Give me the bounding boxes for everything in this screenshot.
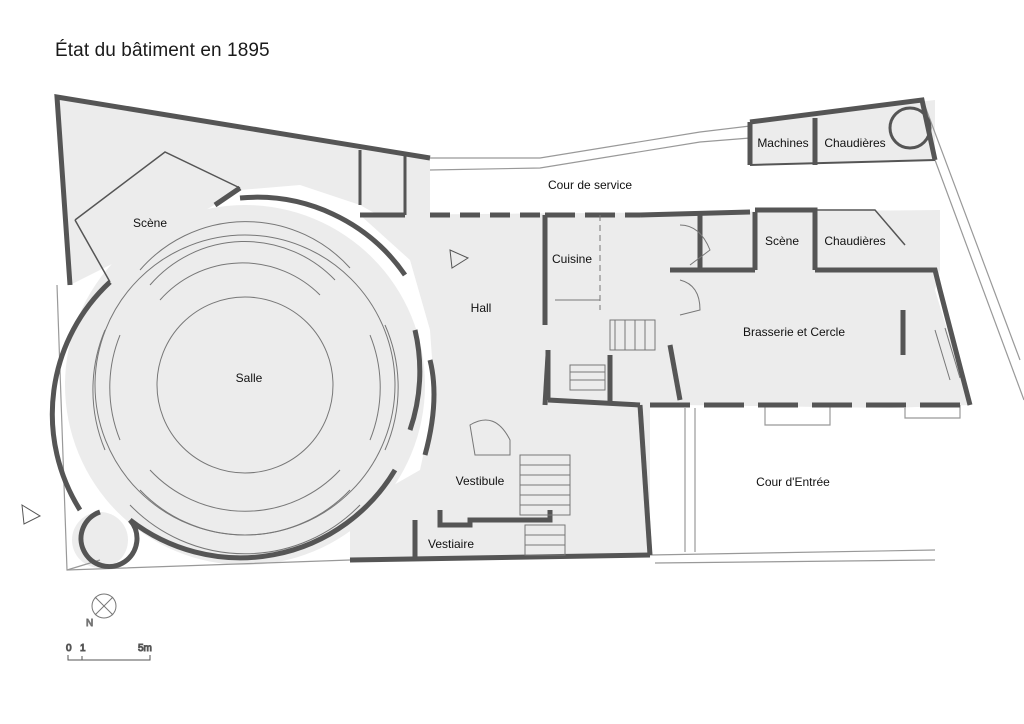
page-title: État du bâtiment en 1895 bbox=[55, 40, 270, 61]
label-scene-right: Scène bbox=[765, 234, 799, 248]
label-vestiaire: Vestiaire bbox=[428, 537, 474, 551]
label-chaudieres-top: Chaudières bbox=[824, 136, 885, 150]
label-chaudieres-right: Chaudières bbox=[824, 234, 885, 248]
label-salle: Salle bbox=[236, 371, 263, 385]
view-marker-icon bbox=[21, 249, 470, 525]
walls bbox=[49, 94, 973, 570]
north-label: N bbox=[86, 618, 93, 629]
label-scene-left: Scène bbox=[133, 216, 167, 230]
scale-bar: 0 1 5m bbox=[66, 643, 152, 661]
label-brasserie: Brasserie et Cercle bbox=[743, 325, 845, 339]
interior-lines bbox=[92, 106, 961, 556]
label-hall: Hall bbox=[471, 301, 492, 315]
scale-one: 1 bbox=[80, 643, 86, 654]
label-machines: Machines bbox=[757, 136, 808, 150]
scale-five: 5m bbox=[138, 643, 152, 654]
room-labels: Scène Salle Hall Cuisine Cour de service… bbox=[133, 136, 886, 551]
label-cuisine: Cuisine bbox=[552, 252, 592, 266]
label-cour-entree: Cour d'Entrée bbox=[756, 475, 830, 489]
north-arrow-icon: N bbox=[86, 593, 117, 630]
scale-zero: 0 bbox=[66, 643, 72, 654]
label-vestibule: Vestibule bbox=[456, 474, 505, 488]
label-cour-service: Cour de service bbox=[548, 178, 632, 192]
site-outline bbox=[56, 97, 1024, 571]
